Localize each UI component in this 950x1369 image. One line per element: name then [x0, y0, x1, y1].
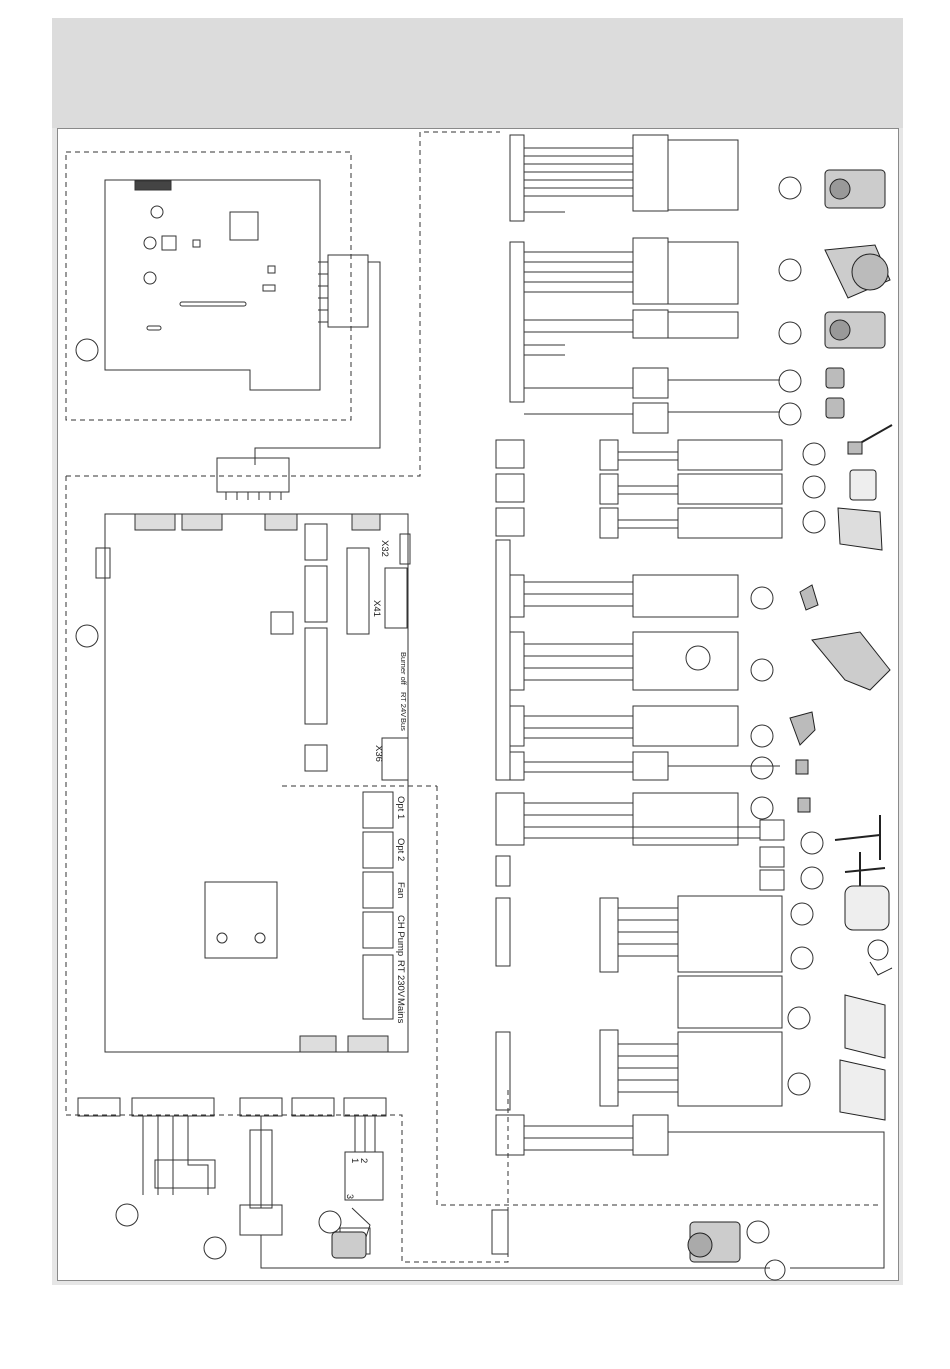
main-board: [96, 514, 410, 1052]
gas-valve-icon: [825, 312, 885, 348]
thermostat-icon: [838, 508, 882, 550]
touch-icon: [868, 940, 892, 975]
opt2-label: Opt 2: [395, 838, 406, 861]
sensor-icon: [798, 798, 810, 812]
control-module-icon: [845, 886, 889, 930]
bottom-connectors: [78, 1098, 770, 1268]
flow-sensor-icon: [848, 425, 892, 454]
burner-off-label: Burner off: [399, 652, 408, 685]
electrode-icon: [835, 815, 880, 860]
gas-valve-icon: [825, 170, 885, 208]
x32-label: X32: [379, 540, 390, 557]
display-board: [105, 180, 320, 390]
sensor-icon: [796, 760, 808, 774]
gas-valve-icon: [688, 1222, 740, 1262]
bus-label: Bus: [399, 718, 408, 731]
display-board-connector: [255, 255, 380, 465]
opt1-label: Opt 1: [395, 796, 406, 819]
control-module-icon: [845, 995, 885, 1058]
mains-label: Mains: [395, 998, 406, 1023]
fan-label: Fan: [395, 882, 406, 898]
pump-icon: [790, 712, 815, 745]
device-connectors: [492, 135, 884, 1268]
x36-label: X36: [373, 745, 384, 762]
inter-board-connector: [217, 458, 289, 500]
x41-label: X41: [371, 600, 382, 617]
gas-valve-icon: [332, 1232, 366, 1258]
pin-label-2: 2: [358, 1158, 369, 1163]
control-module-icon: [840, 1060, 885, 1120]
sensor-icon: [800, 585, 818, 610]
sensor-icon: [826, 368, 844, 418]
diverter-valve-icon: [812, 632, 890, 690]
ch-pump-label: CH Pump: [395, 915, 406, 956]
room-unit-icon: [850, 470, 876, 500]
fan-icon: [825, 245, 890, 298]
rt-230v-label: RT 230V: [395, 960, 406, 997]
callout-circles: [76, 177, 825, 1280]
pin-label-3: 3: [345, 1194, 355, 1199]
rt-24v-label: RT 24V: [399, 692, 408, 717]
